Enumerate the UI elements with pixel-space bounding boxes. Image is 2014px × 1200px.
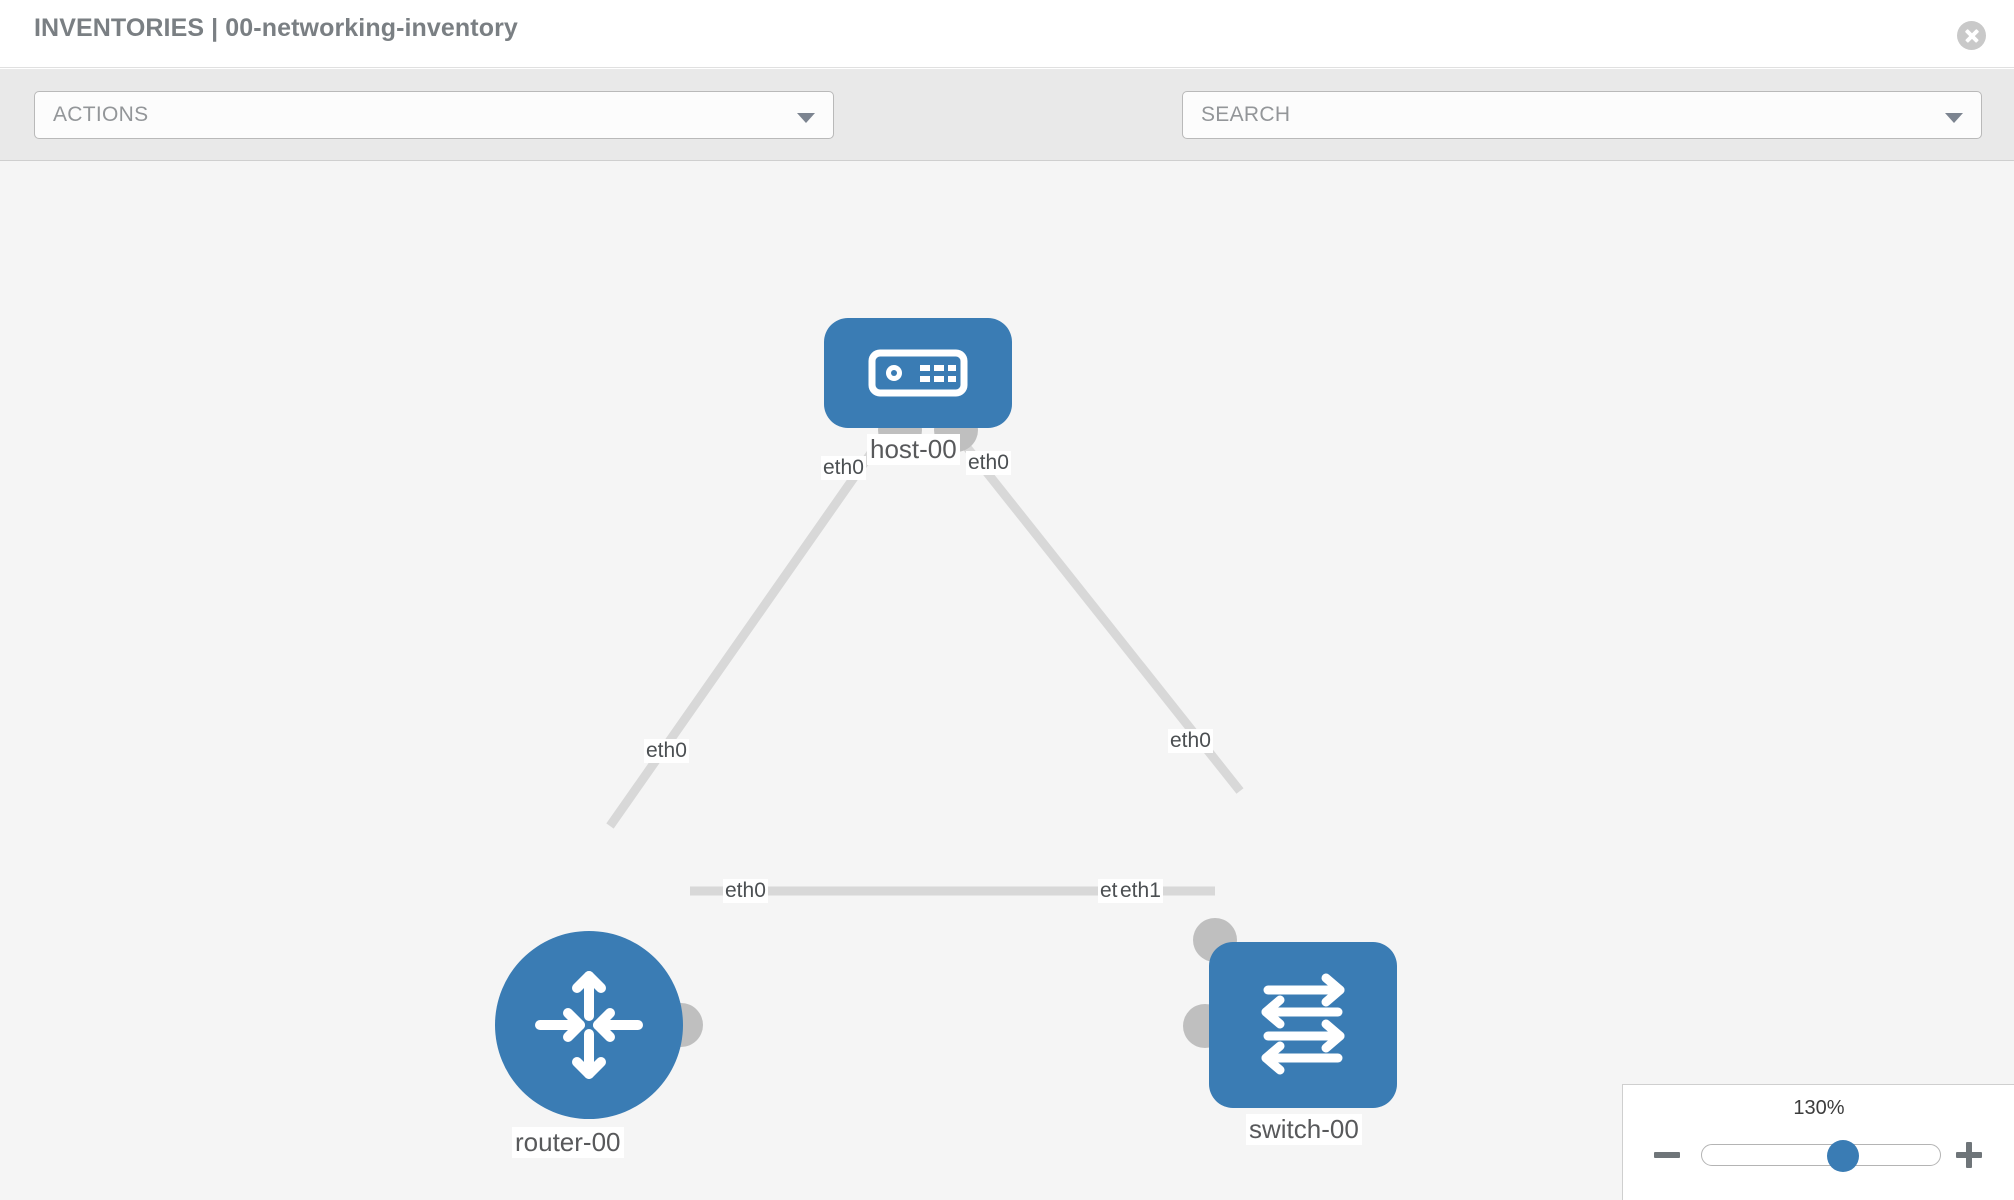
switch-icon — [1261, 973, 1345, 1075]
zoom-level-value: 130% — [1793, 1097, 1845, 1119]
page-header: INVENTORIES | 00-networking-inventory — [0, 0, 2014, 68]
zoom-out-button[interactable] — [1651, 1139, 1683, 1171]
edge-label-switch-up: eth0 — [1168, 729, 1213, 753]
node-switch-label: switch-00 — [1246, 1114, 1362, 1145]
node-router-label: router-00 — [512, 1127, 624, 1158]
edge-label-host-left: eth0 — [821, 456, 866, 480]
edge-label-router-right: eth0 — [723, 879, 768, 903]
node-router-shape[interactable] — [495, 931, 683, 1119]
node-host-shape[interactable] — [824, 318, 1012, 428]
search-placeholder: SEARCH — [1201, 103, 1291, 126]
zoom-slider-row — [1623, 1135, 2014, 1175]
server-icon — [868, 349, 968, 397]
link-host-router — [606, 423, 894, 829]
edge-label-host-right: eth0 — [966, 451, 1011, 475]
topology-canvas[interactable]: host-00 — [0, 161, 2014, 1200]
node-host-label: host-00 — [867, 434, 960, 465]
zoom-in-button[interactable] — [1953, 1139, 1985, 1171]
zoom-slider-track[interactable] — [1701, 1140, 1941, 1172]
node-switch-shape[interactable] — [1209, 942, 1397, 1108]
topology-links — [606, 423, 1244, 896]
edge-label-router-up: eth0 — [644, 739, 689, 763]
chevron-down-icon — [797, 113, 815, 123]
chevron-down-icon — [1945, 113, 1963, 123]
actions-dropdown-label: ACTIONS — [53, 103, 149, 126]
zoom-slider-thumb[interactable] — [1826, 1140, 1859, 1172]
topology-graph: host-00 — [0, 161, 2014, 1200]
toolbar: ACTIONS SEARCH — [0, 69, 2014, 198]
zoom-control-panel: 130% — [1622, 1084, 2014, 1200]
router-icon — [535, 971, 643, 1079]
page-title: INVENTORIES | 00-networking-inventory — [34, 14, 518, 42]
close-icon[interactable] — [1957, 21, 1986, 50]
edge-label-switch-left: eth1 — [1118, 879, 1163, 903]
search-input[interactable]: SEARCH — [1182, 91, 1982, 139]
actions-dropdown[interactable]: ACTIONS — [34, 91, 834, 139]
